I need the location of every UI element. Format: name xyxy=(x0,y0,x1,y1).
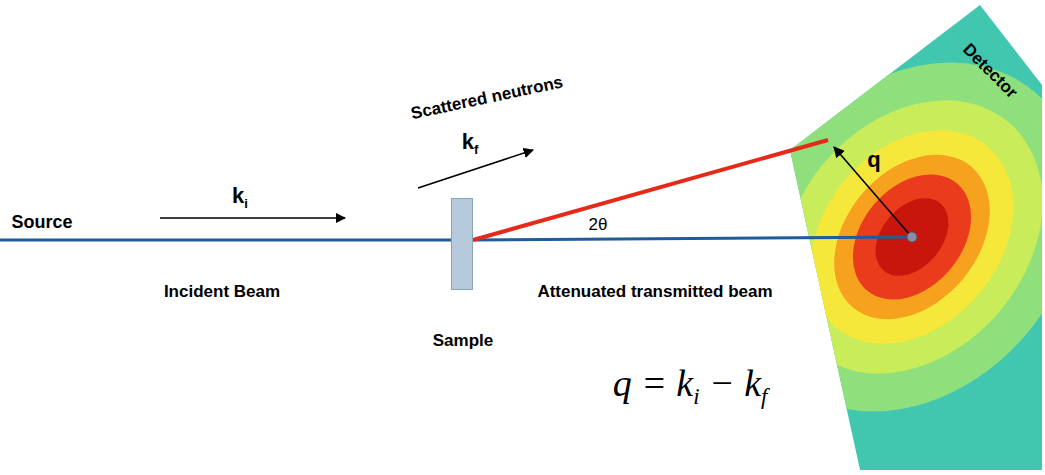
text-part: Attenuated xyxy=(537,282,626,301)
incident-beam xyxy=(0,239,451,242)
beam-center-dot xyxy=(907,232,917,242)
angle-label: 2θ xyxy=(589,215,608,235)
text-part: q xyxy=(613,362,632,404)
text-subscript: i xyxy=(693,384,699,409)
q-vector-arrow xyxy=(834,147,910,235)
text-part: 2θ xyxy=(589,215,608,234)
sample-slab: Sample xyxy=(451,198,473,290)
text-part: − xyxy=(709,362,735,404)
node-label: Detector xyxy=(959,40,1022,103)
text-part: k xyxy=(462,129,474,154)
wavevector-label: kf xyxy=(462,129,479,154)
text-part: Scattered xyxy=(409,88,489,123)
text-part: Detector xyxy=(959,40,1021,102)
equation: q = ki − kf xyxy=(613,362,768,406)
text-part: = xyxy=(641,362,667,404)
text-part: Incident xyxy=(164,282,229,301)
text-subscript: i xyxy=(244,196,248,211)
text-part: Beam xyxy=(234,282,280,301)
scattered-beam xyxy=(473,140,828,240)
text-subscript: f xyxy=(761,384,767,409)
text-part: beam xyxy=(728,282,772,301)
text-part: Sample xyxy=(433,331,493,350)
beam-label: Attenuated transmitted beam xyxy=(537,282,772,302)
vector-label: q xyxy=(867,147,880,172)
detector-panel: Detector xyxy=(790,5,1042,470)
beam-label: Incident Beam xyxy=(164,282,280,302)
text-part: k xyxy=(744,362,761,404)
text-part: neutrons xyxy=(490,72,565,106)
source-label: Source xyxy=(11,212,72,233)
text-part: k xyxy=(232,183,244,208)
text-part: k xyxy=(676,362,693,404)
beam-label: Scattered neutrons xyxy=(409,72,565,123)
text-part: transmitted xyxy=(631,282,724,301)
text-part: Source xyxy=(11,212,72,232)
node-label: Sample xyxy=(433,331,493,351)
text-part: q xyxy=(867,147,880,172)
wavevector-label: ki xyxy=(232,183,248,208)
text-subscript: f xyxy=(474,142,478,157)
wavevector-arrow xyxy=(160,217,345,219)
transmitted-beam xyxy=(473,237,912,240)
